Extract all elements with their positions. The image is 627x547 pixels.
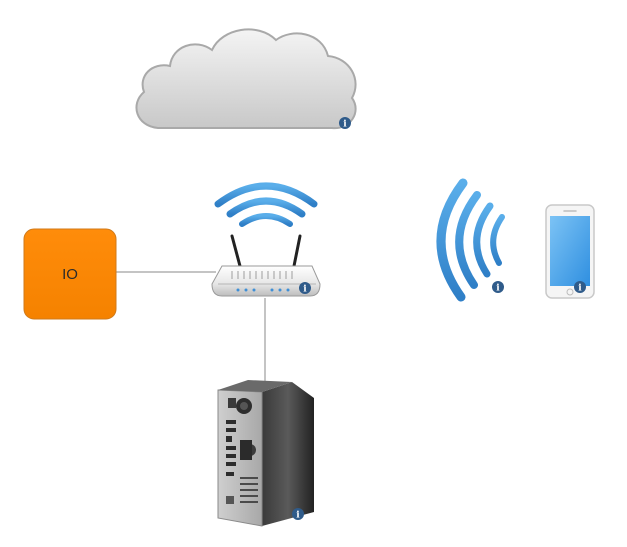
svg-text:i: i — [578, 284, 582, 294]
svg-text:i: i — [496, 284, 500, 294]
svg-text:i: i — [343, 120, 347, 130]
desktop-tower-icon[interactable] — [217, 380, 314, 527]
router-wifi-waves — [214, 182, 318, 227]
wireless-info-icon[interactable]: i — [492, 281, 504, 294]
wireless-signal-icon[interactable] — [436, 178, 505, 302]
io-box[interactable]: IO — [23, 228, 117, 320]
smartphone-icon[interactable] — [545, 204, 595, 299]
pc-info-icon[interactable]: i — [292, 508, 304, 521]
cloud-icon[interactable] — [135, 28, 357, 130]
svg-text:i: i — [303, 285, 307, 295]
phone-info-icon[interactable]: i — [574, 281, 586, 294]
wifi-router-icon[interactable] — [211, 182, 321, 297]
router-info-icon[interactable]: i — [299, 282, 311, 295]
io-box-shape — [23, 228, 117, 320]
cloud-info-icon[interactable]: i — [339, 117, 351, 130]
io-label: IO — [62, 266, 78, 283]
svg-text:i: i — [296, 511, 300, 521]
